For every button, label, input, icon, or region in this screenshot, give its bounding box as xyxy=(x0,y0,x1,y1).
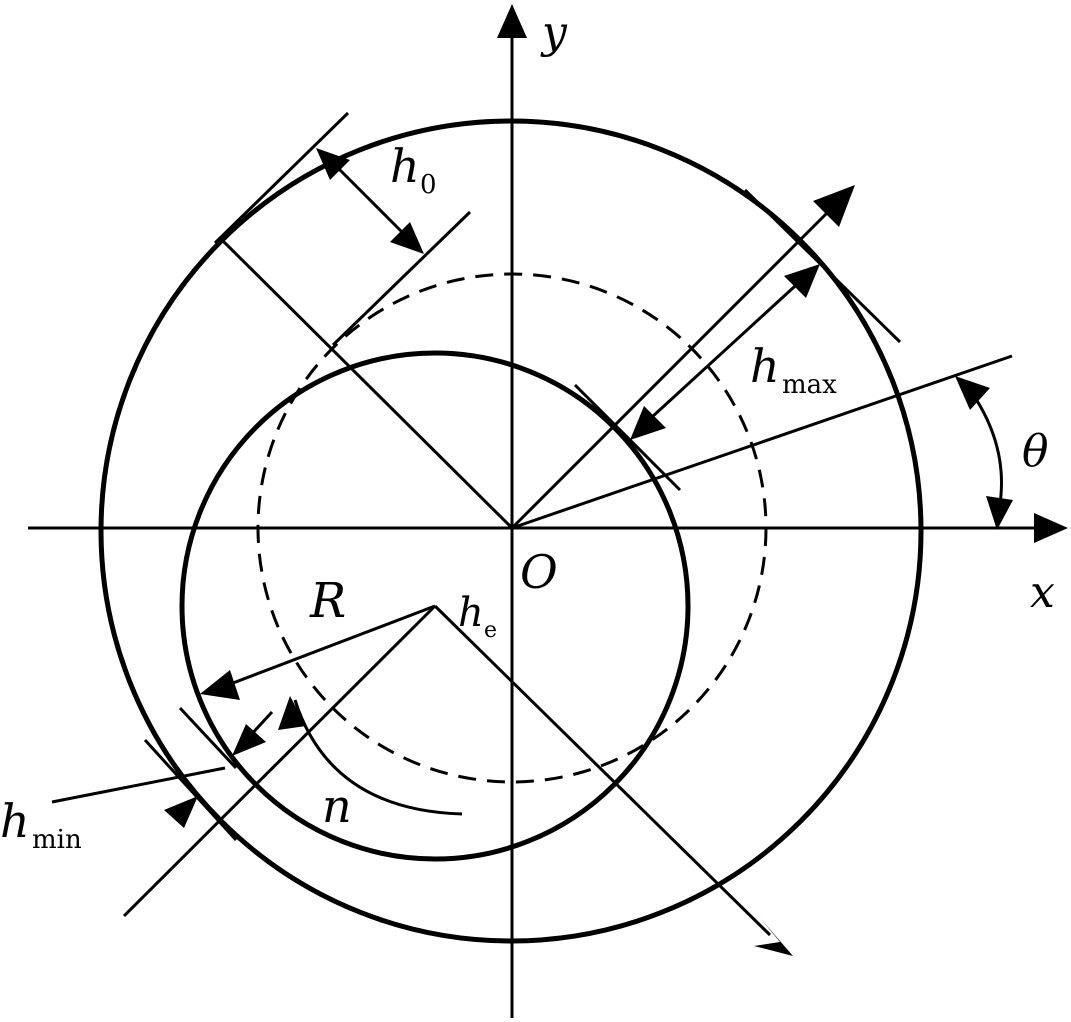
hmax-label-main: h xyxy=(750,339,780,393)
upper-right-arrowhead xyxy=(813,185,855,227)
bearing-outer-circle xyxy=(98,118,924,944)
h0-tangent-outer-line xyxy=(213,111,350,245)
diagonal-lower-left-line xyxy=(122,604,437,918)
x-axis-label: x xyxy=(1030,567,1055,618)
hmax-tangent-inner-line xyxy=(573,383,682,492)
he-label-sub: e xyxy=(484,618,497,643)
origin-label: O xyxy=(520,545,558,599)
h0-arrowhead-top xyxy=(316,148,350,180)
radius-line xyxy=(219,604,436,690)
theta-label: θ xyxy=(1022,426,1049,477)
hmin-arrowhead-lower xyxy=(164,796,198,828)
h0-arrowhead-bottom xyxy=(390,222,424,254)
theta-arrowhead-top xyxy=(955,376,990,410)
rotation-arrowhead xyxy=(278,696,306,730)
theta-arc xyxy=(968,389,1003,516)
rotation-arc xyxy=(293,699,463,816)
h0-label-sub: 0 xyxy=(420,170,437,200)
hmin-arrowhead-upper xyxy=(232,724,266,756)
rotation-label: n xyxy=(322,779,352,833)
hmax-arrowhead-top xyxy=(784,264,820,298)
h0-label-main: h xyxy=(390,139,420,193)
y-axis-arrowhead xyxy=(497,4,527,38)
diagonal-lower-right-line xyxy=(433,604,772,937)
hmin-label-main: h xyxy=(0,794,30,848)
h0-tangent-inner-line xyxy=(331,210,472,347)
diagonal-upper-left-line xyxy=(220,238,514,530)
x-axis-arrowhead xyxy=(1034,513,1068,543)
nominal-dashed-circle xyxy=(256,272,768,784)
hmax-tangent-outer-line xyxy=(743,188,902,344)
hmin-leader-line xyxy=(51,766,226,804)
diagonal-upper-right-line xyxy=(510,208,832,530)
hmin-tangent-outer-line xyxy=(143,738,238,842)
hmin-tangent-inner-line xyxy=(178,706,238,770)
radius-arrowhead xyxy=(200,670,240,700)
he-label-main: h xyxy=(458,590,484,636)
hmax-arrowhead-bottom xyxy=(630,406,666,440)
radius-label: R xyxy=(309,573,346,629)
h0-dimension-line xyxy=(330,160,412,242)
theta-reference-line xyxy=(511,354,1013,530)
y-axis-label: y xyxy=(540,7,568,58)
theta-arrowhead-bottom xyxy=(986,496,1013,530)
lower-right-arrowhead xyxy=(754,918,793,956)
hmax-label-sub: max xyxy=(782,370,837,400)
hmin-label-sub: min xyxy=(32,825,82,855)
hmax-dimension-line xyxy=(638,274,808,430)
journal-circle xyxy=(179,350,691,862)
